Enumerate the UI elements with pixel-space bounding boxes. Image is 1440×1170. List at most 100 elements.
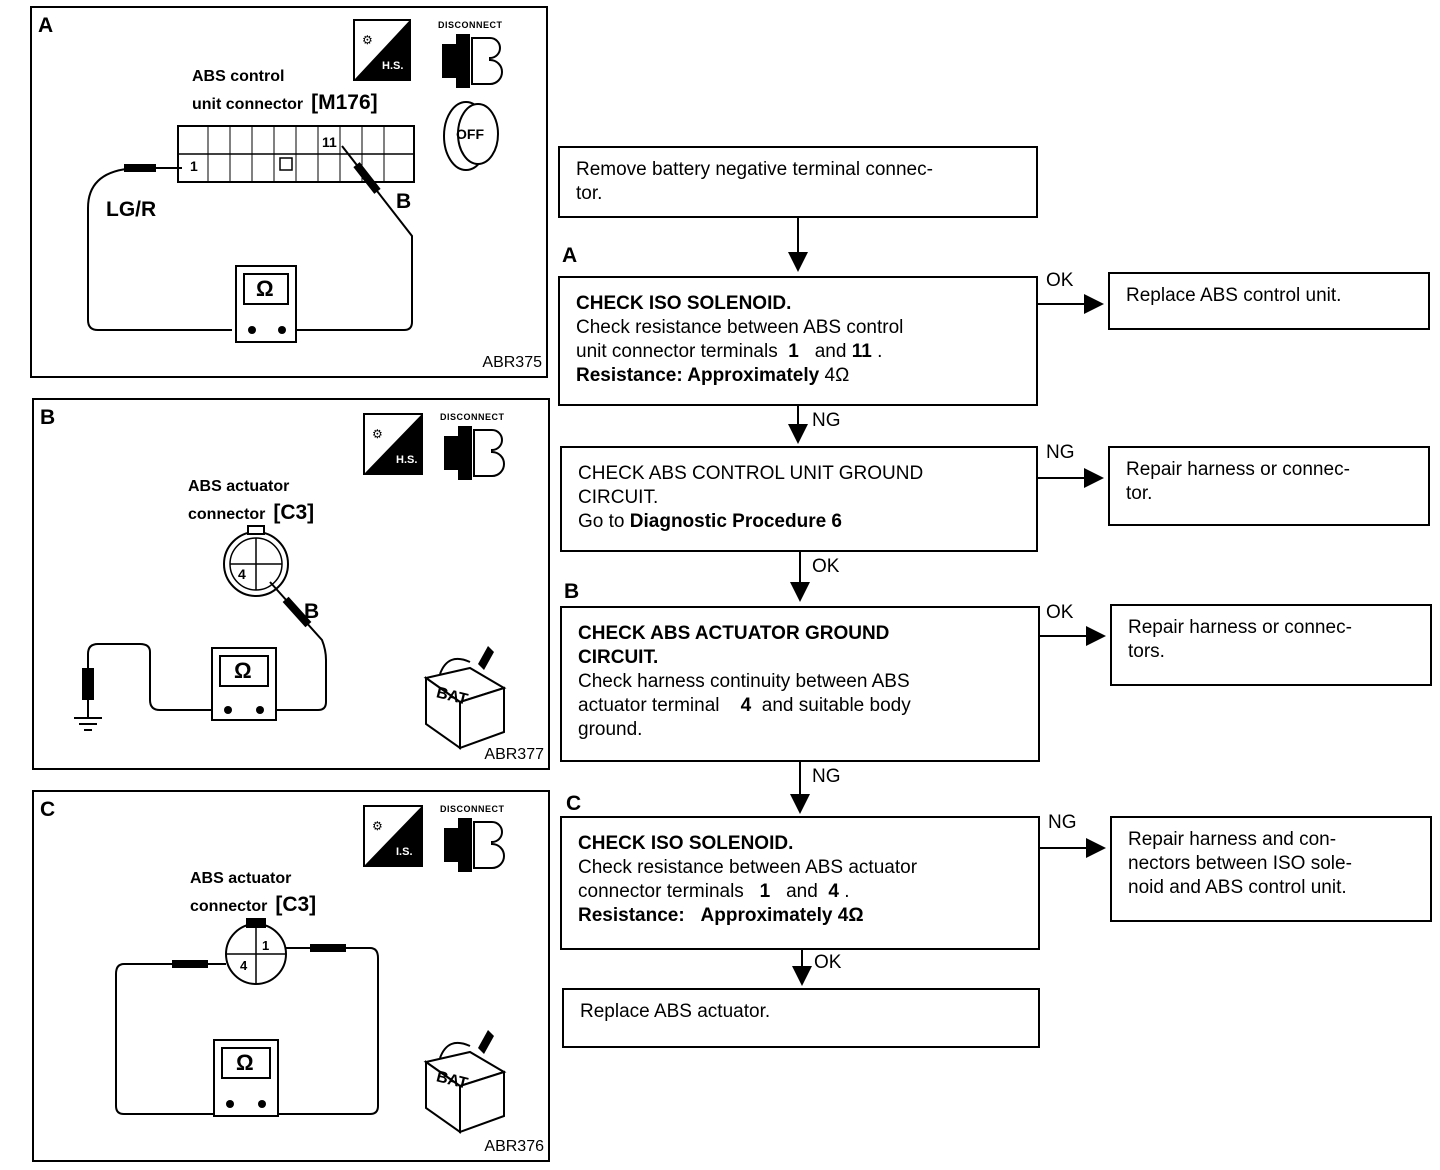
panel-a: A ⚙ <box>30 6 548 378</box>
period: . <box>844 881 850 902</box>
pin-11: 11 <box>322 134 337 150</box>
ohm-symbol: Ω <box>234 658 252 683</box>
connector-label: ABS control unit connector [M176] <box>192 64 378 118</box>
connector-id: [M176] <box>311 91 378 114</box>
is-tag-icon: ⚙ <box>363 805 423 867</box>
disconnect-icon <box>442 34 503 88</box>
result-line-1: Repair harness and con- <box>1128 829 1337 850</box>
ground-line-2: CIRCUIT. <box>578 487 659 508</box>
go-to-text: Go to <box>578 511 625 532</box>
ng-label: NG <box>812 410 841 431</box>
disconnect-label: DISCONNECT <box>440 412 505 422</box>
step-c-line-2-text: connector terminals <box>578 881 744 902</box>
probe-label: B <box>396 190 412 213</box>
panel-letter: C <box>40 798 56 821</box>
wire-color-label: LG/R <box>106 198 157 221</box>
procedure-link: Diagnostic Procedure 6 <box>629 511 842 532</box>
step-c-line-1: Check resistance between ABS actuator <box>578 857 918 878</box>
ground-line-3: Go to Diagnostic Procedure 6 <box>578 510 1020 534</box>
ok-label: OK <box>1046 270 1074 291</box>
step-c-box: CHECK ISO SOLENOID. Check resistance bet… <box>560 816 1040 950</box>
result-line-2: tor. <box>1126 483 1153 504</box>
step-a-line-2: unit connector terminals 1 and 11 . <box>576 340 1020 364</box>
panel-c: C ⚙ <box>32 790 550 1162</box>
connector-m176 <box>177 125 415 183</box>
is-label: I.S. <box>396 846 413 858</box>
terminal-4: 4 <box>828 881 839 902</box>
step-c-title: CHECK ISO SOLENOID. <box>578 833 794 854</box>
repair-iso-harness-box: Repair harness and con- nectors between … <box>1110 816 1432 922</box>
disconnect-icon <box>444 426 505 480</box>
ohmmeter-icon <box>213 1039 279 1117</box>
connector-name-2: unit connector <box>192 96 304 113</box>
probe-b <box>282 596 312 628</box>
ok-label: OK <box>814 952 842 973</box>
pin-1: 1 <box>262 938 270 953</box>
hs-tag-icon: ⚙ <box>363 413 423 475</box>
wiring-diagram-a: ⚙ <box>87 19 503 343</box>
ng-label: NG <box>1046 442 1075 463</box>
figure-code: ABR375 <box>482 354 542 371</box>
step-b-line-3: ground. <box>578 719 643 740</box>
step-letter-c: C <box>566 792 582 815</box>
ng-label: NG <box>812 766 841 787</box>
step-a-title: CHECK ISO SOLENOID. <box>576 293 792 314</box>
start-box: Remove battery negative terminal connec-… <box>558 146 1038 218</box>
step-c-line-2: connector terminals 1 and 4 . <box>578 880 1022 904</box>
pin-1: 1 <box>190 158 198 174</box>
step-b-box: CHECK ABS ACTUATOR GROUND CIRCUIT. Check… <box>560 606 1040 762</box>
connector-name-2: connector <box>188 506 266 523</box>
battery-icon <box>423 646 507 750</box>
wiring-diagram-b: ⚙ <box>74 413 507 750</box>
spec-value: Approximately 4Ω <box>700 905 864 926</box>
ok-label: OK <box>1046 602 1074 623</box>
result-line-1: Repair harness or connec- <box>1126 459 1350 480</box>
step-a-line-1: Check resistance between ABS control <box>576 317 904 338</box>
connector-id: [C3] <box>275 893 317 916</box>
battery-icon <box>423 1030 507 1134</box>
wiring-diagram-c: ⚙ <box>115 805 507 1134</box>
spec-label: Resistance: <box>578 905 685 926</box>
and-word: and <box>786 881 818 902</box>
period: . <box>877 341 883 362</box>
hs-label: H.S. <box>382 60 404 72</box>
result-line-1: Repair harness or connec- <box>1128 617 1352 638</box>
start-line-1: Remove battery negative terminal connec- <box>576 159 933 180</box>
connector-name-1: ABS actuator <box>188 478 290 495</box>
step-b-line-2: actuator terminal 4 and suitable body <box>578 694 1022 718</box>
repair-harness-connectors-box: Repair harness or connec- tors. <box>1110 604 1432 686</box>
panel-letter: B <box>40 406 56 429</box>
result-line-3: noid and ABS control unit. <box>1128 877 1347 898</box>
panel-b: B ⚙ <box>32 398 550 770</box>
step-a-spec: Resistance: Approximately 4Ω <box>576 364 1020 388</box>
ok-label: OK <box>812 556 840 577</box>
step-b-line-1: Check harness continuity between ABS <box>578 671 910 692</box>
connector-c3 <box>223 525 289 597</box>
figure-code: ABR376 <box>484 1138 544 1155</box>
end-text: Replace ABS actuator. <box>580 1001 771 1022</box>
disconnect-icon <box>444 818 505 872</box>
figure-code: ABR377 <box>484 746 544 763</box>
connector-label: ABS actuator connector[C3] <box>190 866 316 920</box>
probe-right <box>310 944 346 952</box>
step-b-line-2-post: and suitable body <box>761 695 911 716</box>
ohm-symbol: Ω <box>256 276 274 301</box>
terminal-11: 11 <box>851 341 872 362</box>
svg-text:⚙: ⚙ <box>362 33 373 47</box>
disconnect-label: DISCONNECT <box>440 804 505 814</box>
pin-4: 4 <box>238 566 246 582</box>
ground-icon <box>74 700 102 731</box>
step-letter-b: B <box>564 580 580 603</box>
probe-b <box>353 162 381 194</box>
terminal-1: 1 <box>788 341 799 362</box>
step-letter-a: A <box>562 244 578 267</box>
off-label: OFF <box>456 126 484 142</box>
probe-lgr <box>124 164 156 172</box>
ground-line-1: CHECK ABS CONTROL UNIT GROUND <box>578 463 924 484</box>
connector-c3 <box>225 918 287 985</box>
connector-name-1: ABS actuator <box>190 870 292 887</box>
pin-4: 4 <box>240 958 248 973</box>
ground-check-box: CHECK ABS CONTROL UNIT GROUND CIRCUIT. G… <box>560 446 1038 552</box>
connector-name-1: ABS control <box>192 68 285 85</box>
